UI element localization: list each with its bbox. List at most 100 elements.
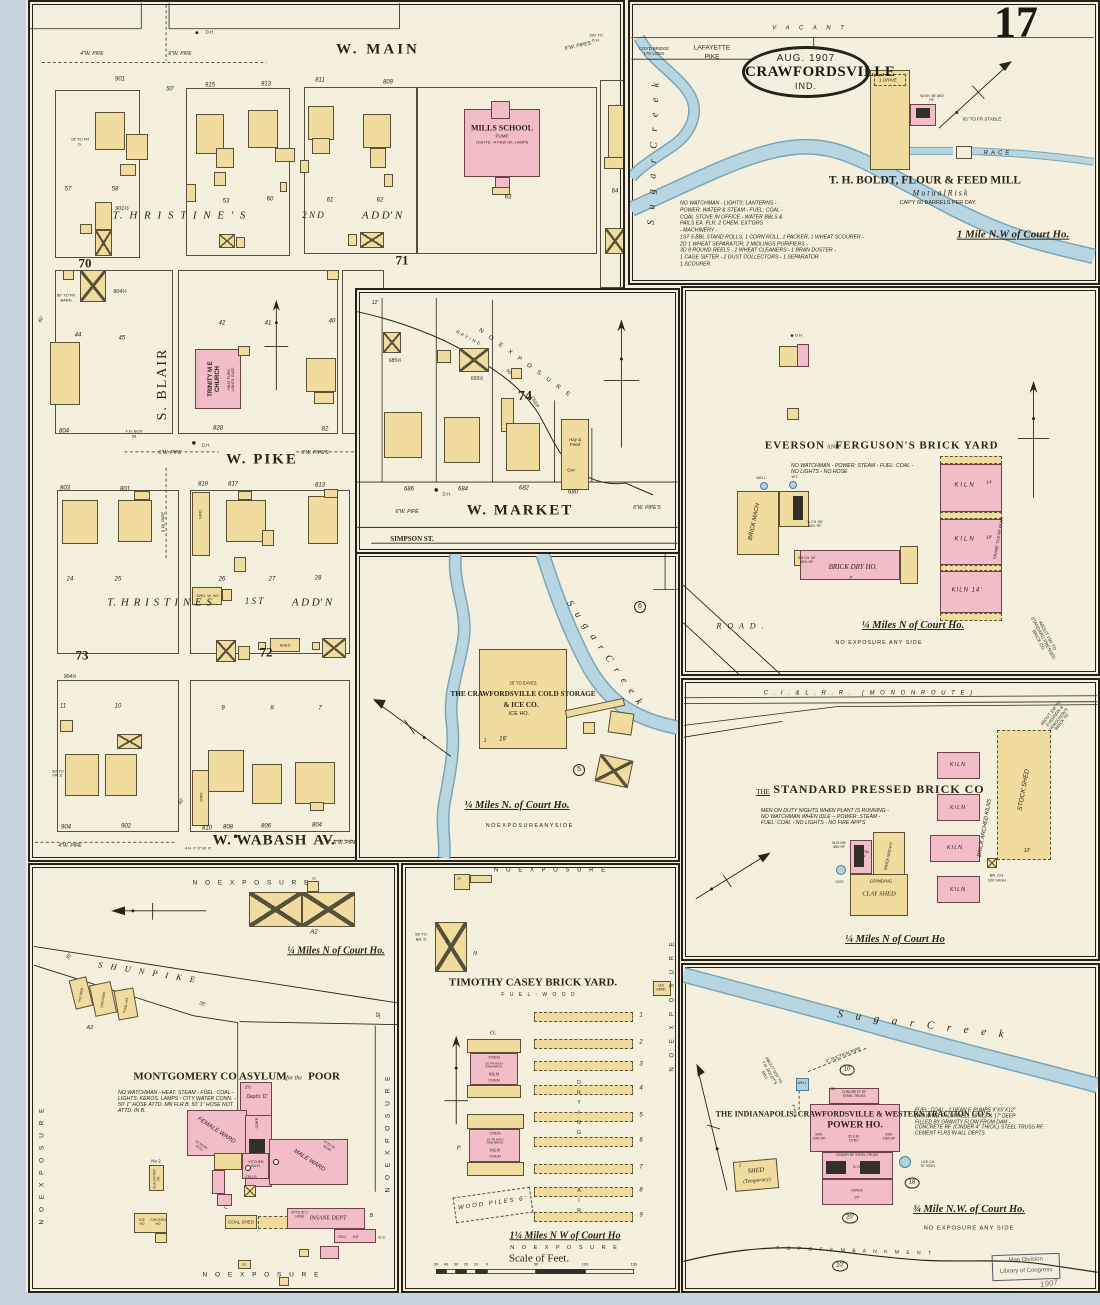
building [238, 346, 250, 356]
water-feature [760, 482, 768, 490]
building [479, 649, 567, 749]
building [487, 1269, 536, 1274]
building [860, 1161, 880, 1174]
building [940, 519, 1002, 565]
map-label: BR.CH. 50' ABV. RF. [798, 555, 816, 564]
map-label: W.T. [791, 474, 799, 479]
building [307, 881, 319, 892]
building [466, 1269, 476, 1274]
building [370, 148, 386, 168]
building [324, 489, 338, 498]
map-label: OPEN [851, 1187, 863, 1193]
map-label: 685½ [388, 358, 402, 365]
building [787, 408, 799, 420]
map-label: 1x [456, 875, 462, 881]
map-label: 682 [518, 485, 530, 492]
map-label: SLAUGHTER HO [152, 1169, 160, 1189]
building [312, 138, 330, 154]
map-label: M u t u a l R i s k [912, 188, 968, 198]
map-label: ¼ Miles N of Court Ho. [287, 945, 385, 957]
map-label: OVEN [489, 1130, 501, 1136]
map-label: AND [826, 444, 840, 451]
map-label: Gro [567, 467, 575, 473]
building [467, 1039, 521, 1053]
building [249, 892, 302, 927]
building [65, 754, 99, 796]
map-label: KILN [954, 482, 976, 489]
building [214, 1153, 242, 1170]
map-label: CLAY SHED [862, 890, 896, 898]
panel-graphics [444, 1035, 469, 1125]
map-label: 913 [260, 81, 272, 88]
map-label: ICE HO. [508, 710, 530, 717]
map-label: A D D' N [291, 596, 333, 609]
map-label: 817 [227, 481, 239, 488]
map-label: GRO [198, 792, 204, 802]
building [561, 419, 589, 490]
panel-standard: C . I . & L . R . R .( M O N O N R O U T… [681, 678, 1100, 961]
map-label: PIKE [704, 53, 720, 61]
map-label: 684 [457, 486, 469, 493]
building [937, 752, 980, 779]
map-label: GRINDING [869, 878, 893, 884]
building [810, 1104, 900, 1152]
map-label: 150 [630, 1261, 638, 1267]
map-label: 71 [395, 252, 409, 268]
building [314, 392, 334, 404]
building [870, 70, 910, 170]
building [95, 202, 112, 230]
building [467, 1114, 524, 1129]
building [737, 491, 779, 555]
map-label: 1x [241, 1261, 247, 1267]
building [234, 557, 246, 572]
map-label: KIT [353, 1234, 359, 1239]
map-label: KILN [489, 1147, 501, 1153]
building [940, 456, 1002, 464]
building [300, 160, 309, 173]
building [275, 148, 295, 162]
building [50, 342, 80, 405]
map-label: 1 S T [244, 595, 264, 606]
map-label: 80' TO FR BARN [56, 292, 76, 302]
building [456, 1269, 466, 1274]
map-label: BRICK DRY HO. [828, 562, 878, 571]
map-label: 8' [849, 574, 853, 580]
map-label: 915 [204, 82, 216, 89]
building [334, 1229, 376, 1243]
building [940, 571, 1002, 613]
map-label: 813 [314, 482, 326, 489]
building [916, 108, 930, 118]
building [900, 546, 918, 584]
map-label: P. [456, 1144, 462, 1152]
map-label: 50 [533, 1261, 539, 1267]
building [258, 642, 266, 650]
building [796, 1078, 809, 1091]
map-label: COR'R [255, 1117, 260, 1129]
building [238, 1260, 251, 1269]
map-label: A2 [86, 1024, 94, 1031]
map-label: LIGHTS - A FEW OIL LAMPS [475, 139, 529, 145]
map-label: 9 [639, 1212, 643, 1219]
block-outline [57, 490, 179, 654]
map-label: 2 [445, 939, 449, 946]
building [279, 1277, 289, 1286]
building [383, 332, 401, 353]
map-label: 28 [314, 575, 322, 582]
map-label: 6"W. PIPE [333, 840, 357, 847]
building [222, 589, 232, 601]
map-label: 25 [114, 576, 122, 583]
map-label: 901½ [115, 205, 129, 212]
map-label: 42 [218, 320, 226, 327]
building [327, 270, 339, 280]
building [105, 754, 137, 796]
map-label: 16' [499, 736, 507, 743]
building [997, 730, 1051, 860]
building [192, 587, 222, 605]
map-label: AV. [313, 832, 335, 849]
map-label: KILN [488, 1071, 500, 1077]
map-label: ( M O N O N R O U T E ) [861, 690, 975, 697]
map-label: A2 [310, 929, 318, 936]
